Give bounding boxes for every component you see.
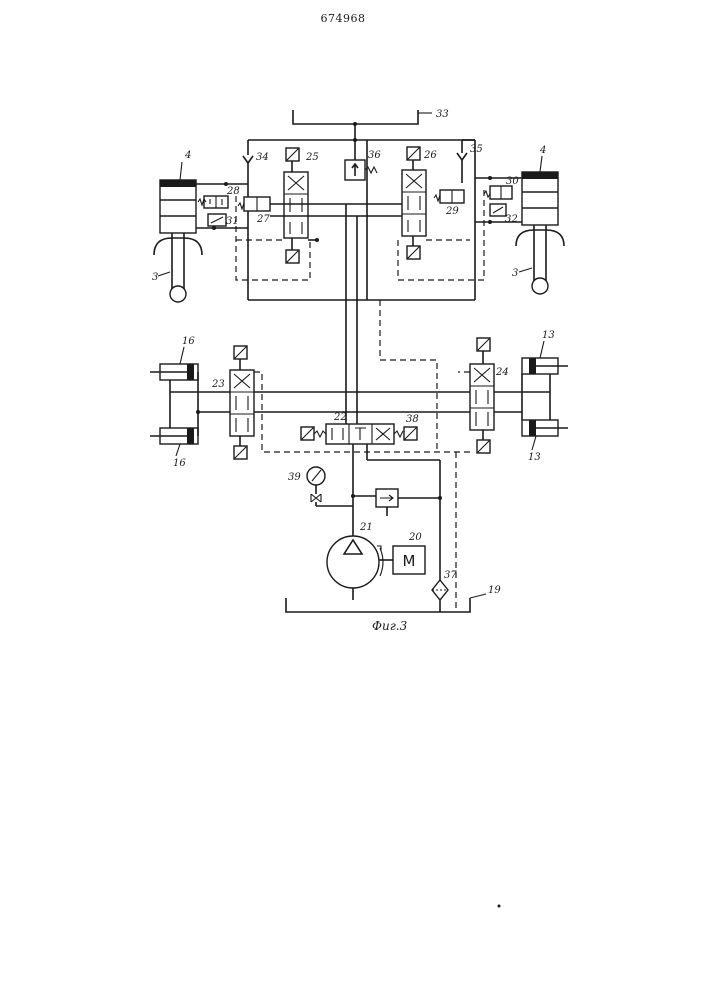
cylinder-16-top: 16	[150, 336, 198, 380]
cylinder-13-bottom: 13	[522, 420, 568, 463]
valve-27: 27	[238, 197, 270, 225]
motor-symbol: M	[403, 552, 416, 570]
valve-29: 29	[434, 190, 464, 217]
label-37: 37	[444, 570, 457, 581]
relief-valve-36: 36	[345, 140, 381, 180]
label-29: 29	[445, 206, 459, 217]
label-24: 24	[495, 367, 509, 378]
label-39: 39	[288, 472, 301, 483]
label-23: 23	[211, 379, 225, 390]
label-36: 36	[368, 150, 381, 161]
valve-26: 26	[402, 147, 437, 259]
valve-22: 22 38	[301, 412, 419, 444]
label-27: 27	[256, 214, 270, 225]
label-13-top: 13	[542, 330, 555, 341]
pressure-gauge-39: 39	[288, 467, 353, 506]
valve-24: 24	[470, 338, 509, 453]
label-22: 22	[333, 412, 347, 423]
label-34: 34	[256, 152, 269, 163]
label-32: 32	[505, 214, 518, 225]
check-valve-34: 34	[243, 140, 269, 183]
pump-21: 21	[327, 522, 383, 588]
label-4-right: 4	[539, 145, 546, 156]
label-3-right: 3	[512, 268, 518, 279]
label-20: 20	[408, 532, 422, 543]
label-25: 25	[305, 152, 319, 163]
cylinder-16-bottom: 16	[150, 428, 198, 469]
valve-31: 31	[208, 214, 239, 227]
cylinder-4-left: 4 3	[152, 150, 202, 302]
label-4-left: 4	[184, 150, 191, 161]
label-35: 35	[470, 144, 483, 155]
label-33: 33	[436, 109, 449, 120]
label-13-bottom: 13	[528, 452, 541, 463]
label-16-bottom: 16	[173, 458, 186, 469]
label-21: 21	[359, 522, 373, 533]
figure-caption: Фиг.3	[372, 619, 408, 633]
document-number: 674968	[321, 12, 366, 25]
label-31: 31	[226, 216, 239, 227]
check-valve-35: 35	[457, 140, 483, 183]
label-30: 30	[506, 176, 519, 187]
valve-23: 23	[211, 346, 254, 459]
label-19: 19	[488, 585, 501, 596]
valve-28: 28	[198, 186, 240, 208]
label-38: 38	[406, 414, 419, 425]
cylinder-4-right: 4 3	[512, 145, 564, 294]
label-16-top: 16	[182, 336, 195, 347]
label-26: 26	[423, 150, 437, 161]
label-3-left: 3	[152, 272, 158, 283]
valve-25: 25	[284, 148, 319, 263]
cylinder-13-top: 13	[522, 330, 568, 374]
tank-19: 19	[286, 585, 501, 612]
motor-20: M 20	[379, 532, 425, 574]
pressure-relief-valve	[351, 489, 440, 516]
tank-33: 33	[293, 109, 449, 124]
label-28: 28	[226, 186, 240, 197]
filter-37: 37	[432, 570, 457, 612]
